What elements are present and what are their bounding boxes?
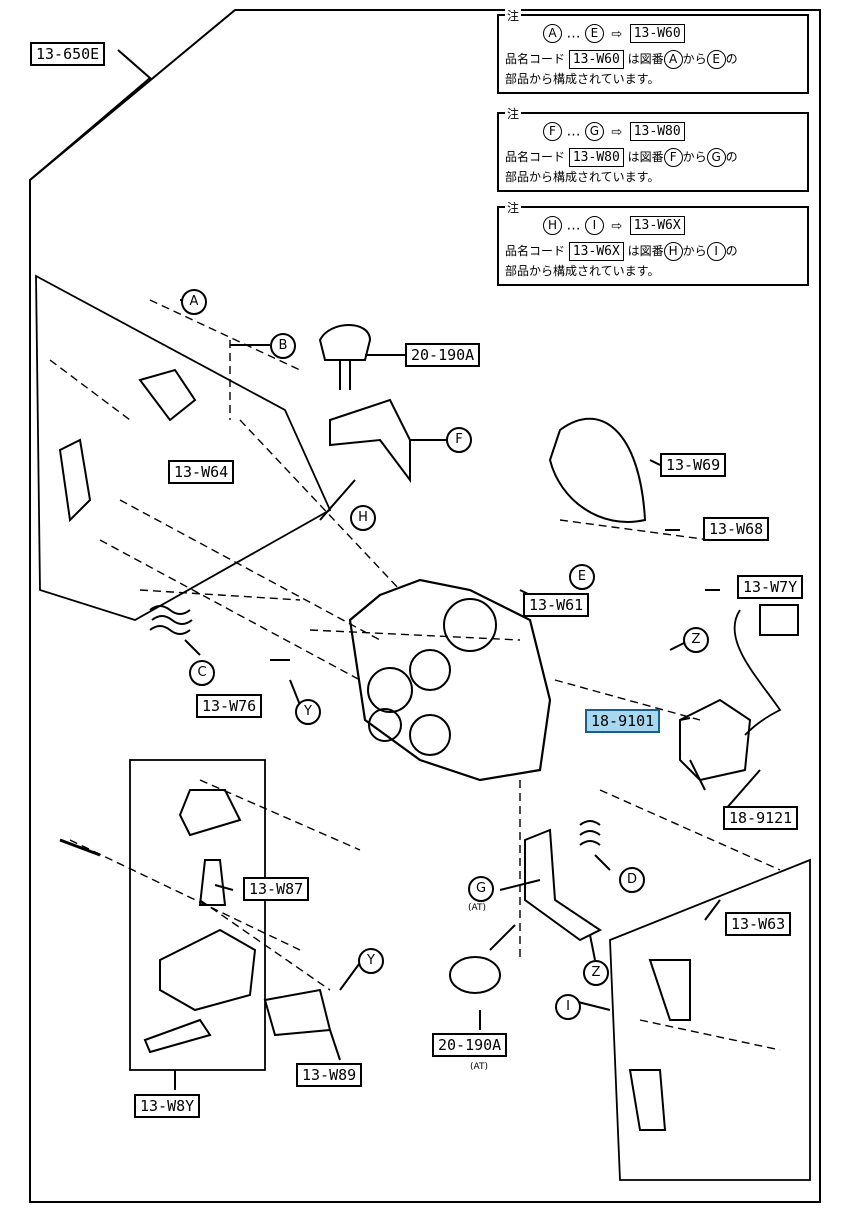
ref-circle-i: I <box>555 994 581 1020</box>
note-text-mid: は図番 <box>627 52 664 66</box>
part-label-18-9121[interactable]: 18-9121 <box>723 806 799 830</box>
arrow-icon: ⇨ <box>611 124 623 140</box>
ellipsis: … <box>566 123 581 140</box>
note-tag: 注 <box>505 7 522 24</box>
part-label-13-W76[interactable]: 13-W76 <box>196 694 263 718</box>
note-line3: 部品から構成されています。 <box>505 170 660 184</box>
note-text-from: から <box>682 150 707 164</box>
note-line3: 部品から構成されています。 <box>505 264 660 278</box>
ellipsis: … <box>566 25 581 42</box>
part-label-13-W8Y[interactable]: 13-W8Y <box>134 1094 201 1118</box>
arrow-icon: ⇨ <box>611 218 623 234</box>
at-label-bottom: (AT) <box>470 1062 488 1072</box>
part-label-13-W87[interactable]: 13-W87 <box>243 877 310 901</box>
part-code[interactable]: 13-W6X <box>568 242 624 261</box>
ref-circle: A <box>663 50 683 69</box>
note-tag: 注 <box>505 105 522 122</box>
ref-circle-y-bottom: Y <box>358 948 384 974</box>
ref-circle: F <box>663 148 683 167</box>
part-code[interactable]: 13-W60 <box>568 50 624 69</box>
note-text-from: から <box>682 52 707 66</box>
ref-circle: E <box>706 50 726 69</box>
part-label-13-W69[interactable]: 13-W69 <box>660 453 727 477</box>
note-text-post: の <box>725 150 738 164</box>
part-label-13-W64[interactable]: 13-W64 <box>168 460 235 484</box>
ref-circle-z-bottom: Z <box>583 960 609 986</box>
note-line3: 部品から構成されています。 <box>505 72 660 86</box>
note-text-mid: は図番 <box>627 150 664 164</box>
ref-circle-y-top: Y <box>295 699 321 725</box>
part-label-13-W61[interactable]: 13-W61 <box>523 593 590 617</box>
ref-circle: G <box>706 148 726 167</box>
arrow-icon: ⇨ <box>611 26 623 42</box>
part-code[interactable]: 13-W80 <box>629 122 685 141</box>
ref-circle: I <box>584 216 604 235</box>
ellipsis: … <box>566 217 581 234</box>
part-label-13-W89[interactable]: 13-W89 <box>296 1063 363 1087</box>
ref-circle-d: D <box>619 867 645 893</box>
part-label-13-W7Y[interactable]: 13-W7Y <box>737 575 804 599</box>
ref-circle: I <box>706 242 726 261</box>
ref-circle-e: E <box>569 564 595 590</box>
ref-circle-g: G <box>468 876 494 902</box>
note-range: F … G ⇨ 13-W80 <box>543 122 685 141</box>
page-ref-label[interactable]: 13-650E <box>30 42 106 66</box>
note-range: H … I ⇨ 13-W6X <box>543 216 685 235</box>
ref-circle: A <box>543 24 562 43</box>
note-text-post: の <box>725 52 738 66</box>
ref-circle-a: A <box>181 289 207 315</box>
part-code[interactable]: 13-W60 <box>629 24 685 43</box>
part-label-13-W68[interactable]: 13-W68 <box>703 517 770 541</box>
note-text-pre: 品名コード <box>505 150 566 164</box>
note-text-pre: 品名コード <box>505 244 566 258</box>
ref-circle-b: B <box>270 333 296 359</box>
ref-circle: E <box>584 24 604 43</box>
note-text-from: から <box>682 244 707 258</box>
note-range: A … E ⇨ 13-W60 <box>543 24 685 43</box>
ref-circle-h: H <box>350 505 376 531</box>
note-text-post: の <box>725 244 738 258</box>
ref-circle: H <box>543 216 562 235</box>
part-label-18-9101[interactable]: 18-9101 <box>585 709 661 733</box>
part-label-20-190A-bottom[interactable]: 20-190A <box>432 1033 508 1057</box>
note-tag: 注 <box>505 199 522 216</box>
ref-circle: H <box>663 242 683 261</box>
ref-circle: G <box>584 122 604 141</box>
at-label-g: (AT) <box>468 903 486 913</box>
part-label-20-190A-top[interactable]: 20-190A <box>405 343 481 367</box>
part-code[interactable]: 13-W6X <box>629 216 685 235</box>
ref-circle: F <box>543 122 562 141</box>
ref-circle-c: C <box>189 660 215 686</box>
note-text-mid: は図番 <box>627 244 664 258</box>
note-text-pre: 品名コード <box>505 52 566 66</box>
part-code[interactable]: 13-W80 <box>568 148 624 167</box>
ref-circle-f: F <box>446 427 472 453</box>
ref-circle-z-top: Z <box>683 627 709 653</box>
part-label-13-W63[interactable]: 13-W63 <box>725 912 792 936</box>
